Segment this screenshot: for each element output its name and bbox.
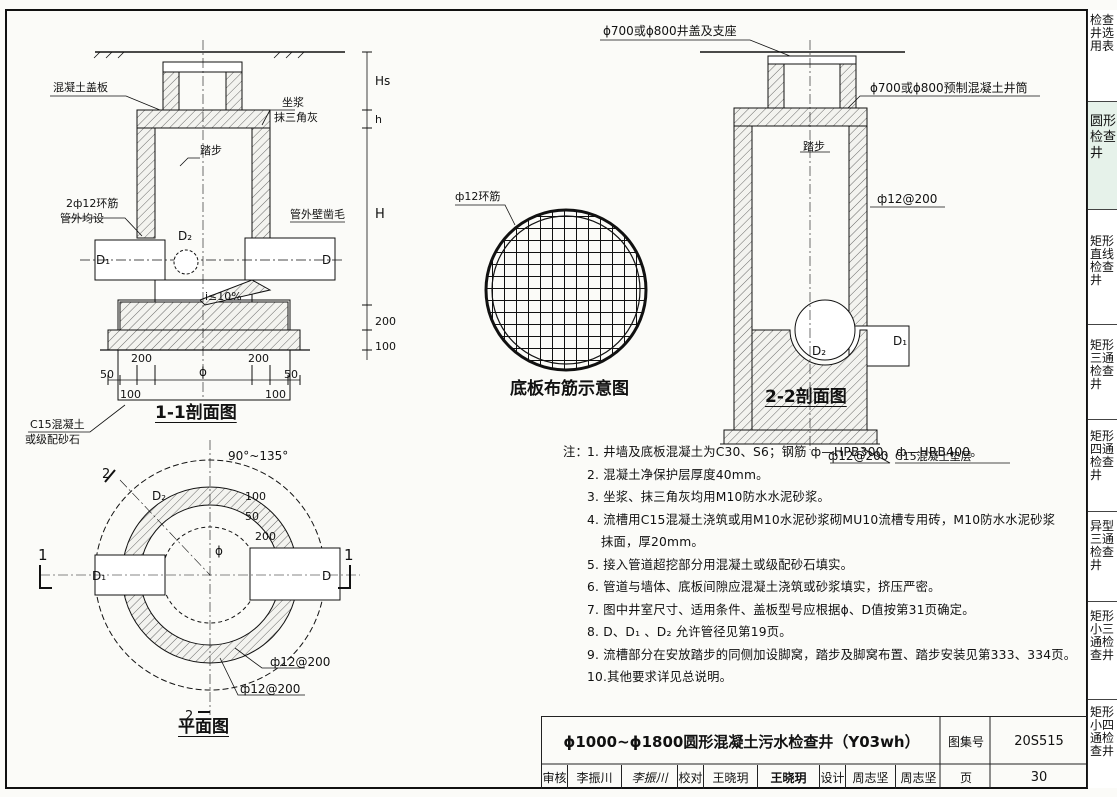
- label-pipe-wrap: 管外均设: [60, 211, 104, 225]
- plan-200: 200: [255, 530, 276, 543]
- label-cover: ϕ700或ϕ800井盖及支座: [603, 23, 737, 38]
- index-sidebar: 检查井选用表 圆形检查井 矩形直线检查井 矩形三通检查井 矩形四通检查井 异型三…: [1087, 10, 1117, 788]
- review-label: 审核: [542, 765, 568, 789]
- sidebar-item-rect-cross[interactable]: 矩形四通检查井: [1088, 420, 1117, 512]
- designer-name: 周志坚: [846, 765, 896, 789]
- sidebar-item-round-manhole[interactable]: 圆形检查井: [1088, 102, 1117, 210]
- plan-50: 50: [245, 510, 259, 523]
- label-mortar: 坐浆: [282, 95, 304, 109]
- caption-base: 底板布筋示意图: [510, 379, 629, 399]
- title-block: ϕ1000~ϕ1800圆形混凝土污水检查井（Y03wh） 图集号 20S515 …: [541, 716, 1087, 789]
- note-item: 4. 流槽用C15混凝土浇筑或用M10水泥砂浆砌MU10流槽专用砖，M10防水水…: [587, 512, 1056, 527]
- section-2-2-view: ϕ700或ϕ800井盖及支座 ϕ700或ϕ800预制混凝土井筒 踏步 ф12@2…: [600, 23, 1040, 464]
- atlas-label: 图集号: [947, 734, 984, 749]
- notes-prefix: 注：: [563, 445, 588, 459]
- checker-name: 王晓玥: [704, 765, 758, 789]
- reviewer-signature: 李振川: [622, 765, 678, 789]
- dim-D2-22: D₂: [812, 344, 826, 358]
- check-label: 校对: [678, 765, 704, 789]
- caption-section-2-2: 2-2剖面图: [765, 387, 847, 407]
- dim-w50b: 50: [284, 368, 298, 381]
- note-item: 2. 混凝土净保护层厚度40mm。: [587, 467, 769, 482]
- dim-w200b: 200: [248, 352, 269, 365]
- label-sand: 或级配砂石: [25, 433, 80, 446]
- sidebar-item-rect-small-tee[interactable]: 矩形小三通检查井: [1088, 602, 1117, 700]
- label-rebar: ф12@200: [877, 192, 937, 206]
- page-number: 30: [1030, 769, 1048, 785]
- dim-w100a: 100: [120, 388, 141, 401]
- dim-h: h: [375, 113, 382, 126]
- section-mark-2-top: 2: [102, 467, 110, 482]
- note-item: 1. 井墙及底板混凝土为C30、S6；钢筋 ф—HPB300、ф—HRB400。: [587, 445, 983, 459]
- dim-D2: D₂: [178, 229, 192, 243]
- title-block-lines: [541, 716, 1086, 788]
- base-rebar-view: ф12环筋: [455, 189, 648, 372]
- plan-D: D: [322, 569, 331, 583]
- label-fillet: 抹三角灰: [274, 110, 318, 124]
- plan-view: 90°~135° ф12@200 ф12@200 1 1 2 2 ϕ D D₁ …: [38, 440, 360, 724]
- drawing-title: ϕ1000~ϕ1800圆形混凝土污水检查井（Y03wh）: [563, 732, 920, 751]
- reviewer-name: 李振川: [568, 765, 622, 789]
- dim-D1: D₁: [96, 253, 110, 267]
- checker-signature: 王晓玥: [758, 765, 820, 789]
- note-item: 6. 管道与墙体、底板间隙应混凝土浇筑或砂浆填实，挤压严密。: [587, 580, 941, 594]
- caption-section-1-1: 1-1剖面图: [155, 403, 237, 423]
- label-shaft: ϕ700或ϕ800预制混凝土井筒: [870, 80, 1028, 95]
- sidebar-item-rect-tee[interactable]: 矩形三通检查井: [1088, 325, 1117, 420]
- section-mark-1-right: 1: [344, 546, 354, 564]
- note-item: 9. 流槽部分在安放踏步的同侧加设脚窝，踏步及脚窝布置、踏步安装见第333、33…: [587, 647, 1077, 662]
- label-step: 踏步: [200, 143, 222, 157]
- sidebar-item-rect-small-cross[interactable]: 矩形小四通检查井: [1090, 705, 1115, 758]
- designer-signature: 周志坚: [900, 770, 937, 785]
- dim-w50a: 50: [100, 368, 114, 381]
- plan-phi: ϕ: [215, 544, 223, 558]
- label-rough: 管外壁凿毛: [290, 207, 345, 221]
- section-mark-1-left: 1: [38, 546, 48, 564]
- dim-phi: ϕ: [199, 365, 207, 379]
- dim-H: H: [375, 207, 385, 222]
- section-mark-2-bottom: 2: [185, 709, 193, 724]
- note-item: 5. 接入管道超挖部分用混凝土或级配砂石填实。: [587, 557, 854, 572]
- label-ring-bar: 2ф12环筋: [66, 196, 118, 210]
- label-rebar2: ф12@200: [240, 682, 300, 696]
- sidebar-item-special-tee[interactable]: 异型三通检查井: [1088, 512, 1117, 602]
- label-c15: C15混凝土: [30, 417, 85, 431]
- plan-D1: D₁: [92, 569, 106, 583]
- note-item: 10.其他要求详见总说明。: [587, 670, 733, 684]
- label-ring: ф12环筋: [455, 189, 500, 203]
- label-cushion: C15混凝土垫层: [895, 449, 972, 463]
- page-label: 页: [959, 770, 972, 785]
- plan-100: 100: [245, 490, 266, 503]
- section-1-1-view: 混凝土盖板 坐浆 抹三角灰 踏步 2ф12环筋 管外均设 管外壁凿毛 C15混凝…: [25, 40, 396, 446]
- note-item: 7. 图中井室尺寸、适用条件、盖板型号应根据ϕ、D值按第31页确定。: [587, 602, 975, 617]
- label-cover-slab: 混凝土盖板: [53, 80, 108, 94]
- dim-D: D: [322, 253, 331, 267]
- dim-200: 200: [375, 315, 396, 328]
- note-item: 抹面，厚20mm。: [601, 535, 704, 549]
- label-slope: i≤10%: [205, 290, 242, 303]
- note-item: 8. D、D₁ 、D₂ 允许管径见第19页。: [587, 625, 792, 639]
- dim-hs: Hs: [375, 74, 390, 88]
- note-item: 3. 坐浆、抹三角灰均用M10防水水泥砂浆。: [587, 490, 831, 504]
- dim-w200a: 200: [131, 352, 152, 365]
- label-rebar1: ф12@200: [270, 655, 330, 669]
- sidebar-item-rect-straight[interactable]: 矩形直线检查井: [1088, 210, 1117, 325]
- plan-D2: D₂: [152, 489, 166, 503]
- label-bottom-rebar: ф12@200: [828, 449, 888, 463]
- label-step-22: 踏步: [803, 139, 825, 153]
- design-label: 设计: [820, 765, 846, 789]
- caption-plan: 平面图: [178, 717, 229, 737]
- dim-D1-22: D₁: [893, 334, 907, 348]
- atlas-number: 20S515: [1014, 733, 1064, 749]
- label-angle: 90°~135°: [228, 449, 288, 463]
- dim-100: 100: [375, 340, 396, 353]
- sidebar-item-selection-table[interactable]: 检查井选用表: [1088, 10, 1117, 102]
- dim-w100b: 100: [265, 388, 286, 401]
